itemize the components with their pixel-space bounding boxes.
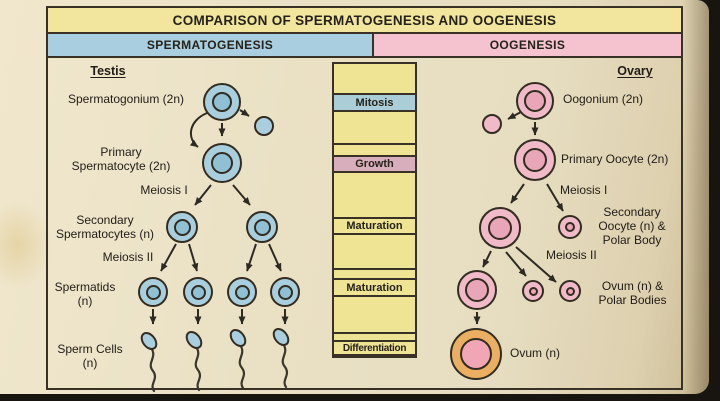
spermatogonium-label: Spermatogonium (2n) — [67, 92, 185, 106]
primary-oocyte-label: Primary Oocyte (2n) — [561, 152, 669, 166]
ovary-heading: Ovary — [617, 64, 653, 78]
strip-divider — [334, 268, 415, 270]
primary-spermatocyte-label: Primary Spermatocyte (2n) — [71, 145, 171, 173]
secondary-oocyte-label: Secondary Oocyte (n) & Polar Body — [598, 205, 666, 247]
secondary-spermatocyte-cell — [166, 211, 198, 243]
spermatid-cell — [183, 277, 213, 307]
stage-band-differentiation: Differentiation — [332, 340, 417, 356]
column-header-oogenesis: OOGENESIS — [374, 34, 681, 58]
column-header-spermatogenesis: SPERMATOGENESIS — [48, 34, 374, 58]
secondary-spermatocytes-label: Secondary Spermatocytes (n) — [55, 213, 155, 241]
spermatid-cell — [270, 277, 300, 307]
page-title: COMPARISON OF SPERMATOGENESIS AND OOGENE… — [48, 8, 681, 34]
oogonium-cell — [516, 82, 554, 120]
strip-divider — [334, 143, 415, 145]
secondary-spermatocyte-cell — [246, 211, 278, 243]
sperm-cells-label: Sperm Cells (n) — [57, 342, 123, 370]
final-ovum-label: Ovum (n) — [510, 346, 561, 360]
mature-ovum-cell — [450, 328, 502, 380]
spermatid-cell — [138, 277, 168, 307]
spermatogonium-daughter-cell — [254, 116, 274, 136]
primary-spermatocyte-cell — [202, 143, 242, 183]
primary-oocyte-cell — [514, 139, 556, 181]
polar-body-cell — [559, 280, 581, 302]
stage-band-maturation-1: Maturation — [332, 217, 417, 235]
testis-heading: Testis — [90, 64, 126, 78]
strip-divider — [334, 332, 415, 334]
polar-body-cell — [558, 215, 582, 239]
ovum-polar-bodies-label: Ovum (n) & Polar Bodies — [598, 279, 667, 307]
spermatids-label: Spermatids (n) — [54, 280, 116, 308]
oogonium-daughter-cell — [482, 114, 502, 134]
secondary-oocyte-cell — [479, 207, 521, 249]
spermatogonium-cell — [203, 83, 241, 121]
stage-band-mitosis: Mitosis — [332, 93, 417, 112]
meiosis-2-left-label: Meiosis II — [102, 250, 154, 264]
meiosis-2-right-label: Meiosis II — [546, 248, 597, 262]
ovum-cell — [457, 270, 497, 310]
meiosis-1-right-label: Meiosis I — [560, 183, 608, 197]
oogonium-label: Oogonium (2n) — [563, 92, 644, 106]
stage-band-growth: Growth — [332, 155, 417, 173]
polar-body-cell — [522, 280, 544, 302]
spermatid-cell — [227, 277, 257, 307]
meiosis-1-left-label: Meiosis I — [140, 183, 188, 197]
stage-strip: Mitosis Growth Maturation Maturation Dif… — [332, 62, 417, 358]
stage-band-maturation-2: Maturation — [332, 278, 417, 297]
diagram-frame — [46, 6, 683, 390]
